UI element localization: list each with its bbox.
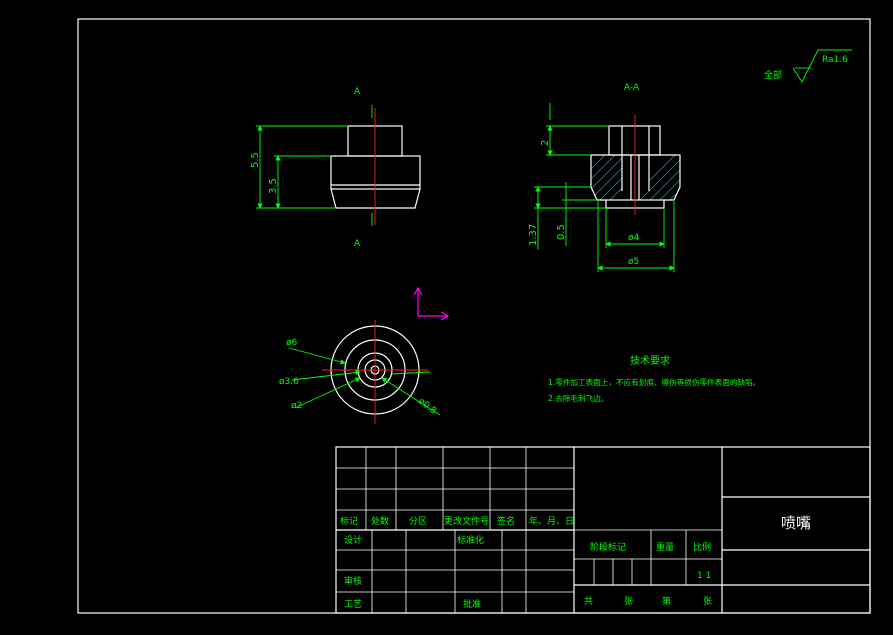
part-name: 喷嘴 <box>781 514 811 532</box>
dim-front-height-body: 3.5 <box>268 178 279 194</box>
scale-value: 1 1 <box>697 571 711 581</box>
design-label: 设计 <box>344 534 362 546</box>
dim-bottom-diam-inner: ø2 <box>291 401 302 411</box>
scale-label: 比例 <box>693 541 711 553</box>
standardize-label: 标准化 <box>457 534 484 546</box>
bottom-view: ø6 ø3.6 ø2 ø0.8 <box>279 320 441 424</box>
rev-header: 分区 <box>409 516 427 527</box>
front-view: A A 5.5 3.5 <box>250 87 421 249</box>
surface-finish-value: Ra1.6 <box>822 55 848 65</box>
tech-req-heading: 技术要求 <box>630 354 670 367</box>
dim-bottom-diam-outer: ø6 <box>286 338 298 348</box>
cut-mark-top: A <box>354 87 361 97</box>
dim-section-side-height: 1.37 <box>528 224 539 246</box>
rev-header: 处数 <box>371 515 389 527</box>
sheet-unit-2: 张 <box>703 596 712 607</box>
rev-header: 签名 <box>497 515 515 527</box>
rev-header: 更改文件号 <box>444 515 489 527</box>
stage-mark-label: 阶段标记 <box>590 541 626 553</box>
dim-front-height-total: 5.5 <box>250 152 261 168</box>
surface-finish-label: 全部 <box>764 69 782 81</box>
title-block: 标记 处数 分区 更改文件号 签名 年、月、日 设计 标准化 审核 工艺 批准 … <box>335 446 871 614</box>
dim-section-top-height: 2 <box>540 140 551 146</box>
rev-header: 年、月、日 <box>529 515 574 527</box>
ucs-icon <box>413 286 450 321</box>
dim-section-outer-width: ø5 <box>628 257 639 267</box>
tech-req-item: 2.去除毛刺飞边。 <box>548 393 608 403</box>
surface-finish-symbol: 全部 Ra1.6 <box>764 49 852 83</box>
dim-bottom-diam-mid: ø3.6 <box>279 377 299 387</box>
rev-header: 标记 <box>340 515 358 527</box>
dim-bottom-diam-hole: ø0.8 <box>416 396 438 416</box>
process-label: 工艺 <box>344 599 362 610</box>
section-view: A-A 2 <box>528 83 681 272</box>
tech-req-item: 1.零件加工表面上，不应有划痕、擦伤等损伤零件表面的缺陷。 <box>548 377 760 387</box>
dim-section-small-height: 0.5 <box>556 224 567 240</box>
sheet-unit: 张 <box>624 596 633 607</box>
dim-section-inner-width: ø4 <box>628 233 640 243</box>
section-title: A-A <box>624 83 640 93</box>
approve-label: 批准 <box>463 598 481 610</box>
review-label: 审核 <box>344 575 362 587</box>
weight-label: 重量 <box>656 541 674 553</box>
sheets-total-label: 共 <box>584 596 593 607</box>
cut-mark-bottom: A <box>354 239 361 249</box>
tech-requirements: 技术要求 1.零件加工表面上，不应有划痕、擦伤等损伤零件表面的缺陷。 2.去除毛… <box>548 354 760 403</box>
sheet-no-label: 第 <box>662 595 671 607</box>
